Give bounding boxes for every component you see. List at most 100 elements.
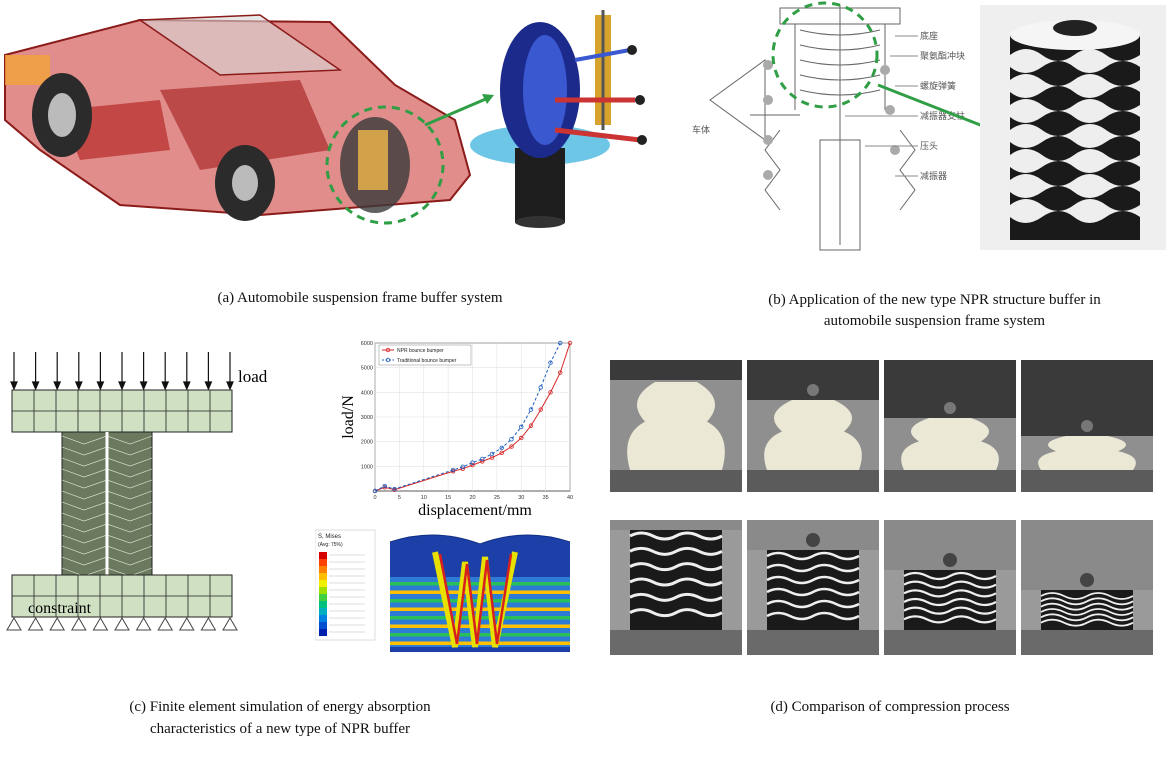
fe-mesh-drawing: load constraint [6,352,268,631]
x-tick-label: 5 [398,495,401,501]
caption-d: (d) Comparison of compression process [770,699,1010,715]
series-point-0 [548,390,553,395]
npr-buffer-photo [1010,20,1140,240]
series-point-1 [460,464,465,470]
photo-press-top [884,360,1016,380]
npr-rib [629,531,723,541]
stress-contour: S, Mises (Avg: 75%) [314,522,605,662]
contour-color-swatch [319,580,327,587]
series-point-1 [548,360,553,365]
stress-band [390,633,570,637]
npr-rib [903,606,997,615]
npr-rib [766,563,860,573]
photo-press-bottom [747,470,879,492]
contour-color-swatch [319,629,327,636]
support-triangle [92,617,109,631]
npr-rib [629,546,723,556]
photo-press-top [610,360,742,380]
photo-bolt [1081,420,1093,432]
load-arrowhead [31,381,40,391]
contour-subtitle: (Avg: 75%) [318,542,343,548]
support-triangles [6,617,238,631]
photo-npr-upper [610,520,742,530]
fe-model: load constraint [0,350,300,640]
support-triangle [27,617,44,631]
series-line-0 [374,342,571,492]
label-damper: 减振器 [920,170,947,181]
series-point-1 [480,456,485,462]
suspension-line-drawing [709,5,916,251]
npr-rib [629,562,723,572]
series-point-1 [528,407,534,412]
series-point-0 [509,444,514,449]
series-point-1 [489,451,495,457]
contour-title: S, Mises [318,534,341,540]
photo-npr-base [747,630,879,655]
x-tick-label: 10 [421,495,427,501]
load-arrowhead [182,381,191,391]
support-triangle [200,617,217,631]
series-point-1 [499,445,504,451]
y-tick-label: 5000 [361,366,373,372]
x-tick-label: 15 [445,495,451,501]
support-triangle [157,617,174,631]
x-tick-label: 0 [373,495,376,501]
series-point-1 [538,385,543,390]
photo-npr-base [1021,630,1153,655]
x-tick-label: 20 [469,495,475,501]
car-suspension-illustration [4,10,647,228]
contour-color-swatch [319,566,327,573]
stress-band [390,641,570,645]
constraint-label: constraint [28,600,92,617]
support-triangle [178,617,195,631]
npr-rib [1040,613,1134,622]
contour-color-swatch [319,559,327,566]
caption-b-line1: (b) Application of the new type NPR stru… [768,292,1101,308]
load-arrowhead [139,381,148,391]
highlight-circle [325,105,445,225]
y-tick-label: 2000 [361,440,373,446]
support-triangle [114,617,130,631]
caption-c-line2: characteristics of a new type of NPR buf… [149,721,411,737]
pointer-arrow [424,96,489,127]
x-tick-label: 35 [543,495,549,501]
series-point-1 [450,467,456,473]
x-axis-label: displacement/mm [418,502,532,519]
highlight-circle-b [771,1,879,109]
rear-wheel [32,73,92,157]
legend-series-0: NPR bounce bumper [397,348,444,354]
load-arrowhead [74,381,83,391]
npr-rib [1040,592,1134,600]
drawing-labels: 底座 聚氨酯冲块 螺旋弹簧 减振器支柱 压头 减振器 车体 [692,30,965,181]
npr-rib [903,615,997,624]
contour-color-scale [319,552,365,636]
photo-press-bottom [884,470,1016,492]
suspension-assembly [470,10,647,228]
photo-press-bottom [610,470,742,492]
load-arrowhead [96,381,105,391]
label-indenter: 压头 [920,141,938,151]
contour-color-swatch [319,573,327,580]
npr-rib [1040,602,1134,611]
npr-rib [1040,608,1134,616]
front-right-wheel [340,117,410,213]
y-tick-label: 6000 [361,341,373,347]
series-point-1 [470,460,475,465]
series-point-1 [392,486,397,492]
npr-rib [629,608,723,618]
series-point-1 [509,436,514,442]
npr-rib [903,589,997,598]
load-arrowhead [161,381,170,391]
series-point-0 [558,370,563,375]
load-arrows [10,352,234,391]
npr-rib [903,597,997,607]
contour-color-swatch [319,587,327,594]
contour-color-swatch [319,615,327,622]
panel-d-photo-grid [610,355,1165,660]
series-point-0 [499,450,504,455]
traditional-bumper [764,400,862,470]
drawing-bolts [763,60,900,180]
caption-b-line2: automobile suspension frame system [823,313,1046,329]
